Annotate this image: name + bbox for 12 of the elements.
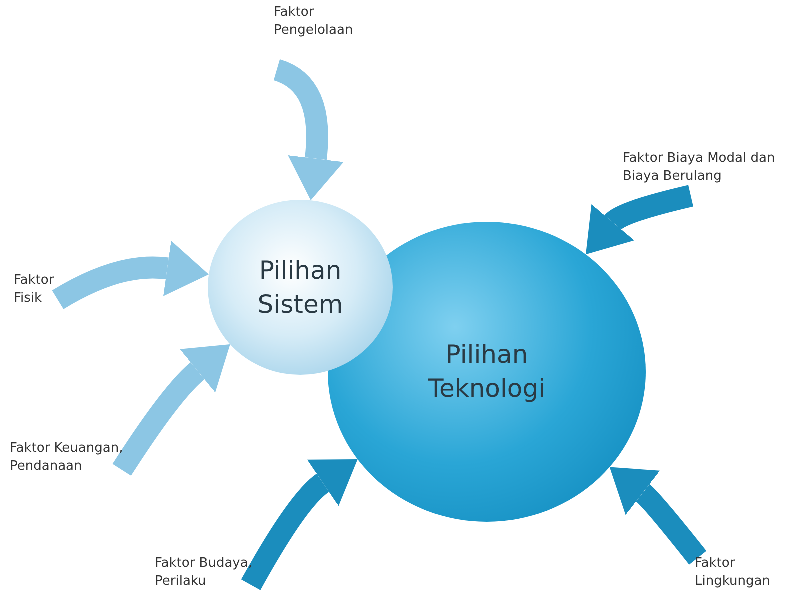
- factor-label: Faktor Budaya, Perilaku: [155, 555, 255, 591]
- factor-label: Faktor Lingkungan: [695, 555, 795, 591]
- factor-label: Faktor Pengelolaan: [274, 4, 384, 76]
- curved-arrow: [611, 466, 707, 565]
- factor-label: Faktor Biaya Modal dan Biaya Berulang: [623, 150, 805, 198]
- factor-label: Faktor Keuangan, Pendanaan: [10, 440, 128, 476]
- curved-arrow: [112, 343, 230, 476]
- factor-label: Faktor Fisik: [14, 272, 74, 308]
- circle-label: Pilihan Teknologi: [427, 339, 547, 405]
- circle-label: Pilihan Sistem: [256, 254, 344, 320]
- curved-arrow: [241, 458, 356, 590]
- curved-arrow: [52, 240, 210, 310]
